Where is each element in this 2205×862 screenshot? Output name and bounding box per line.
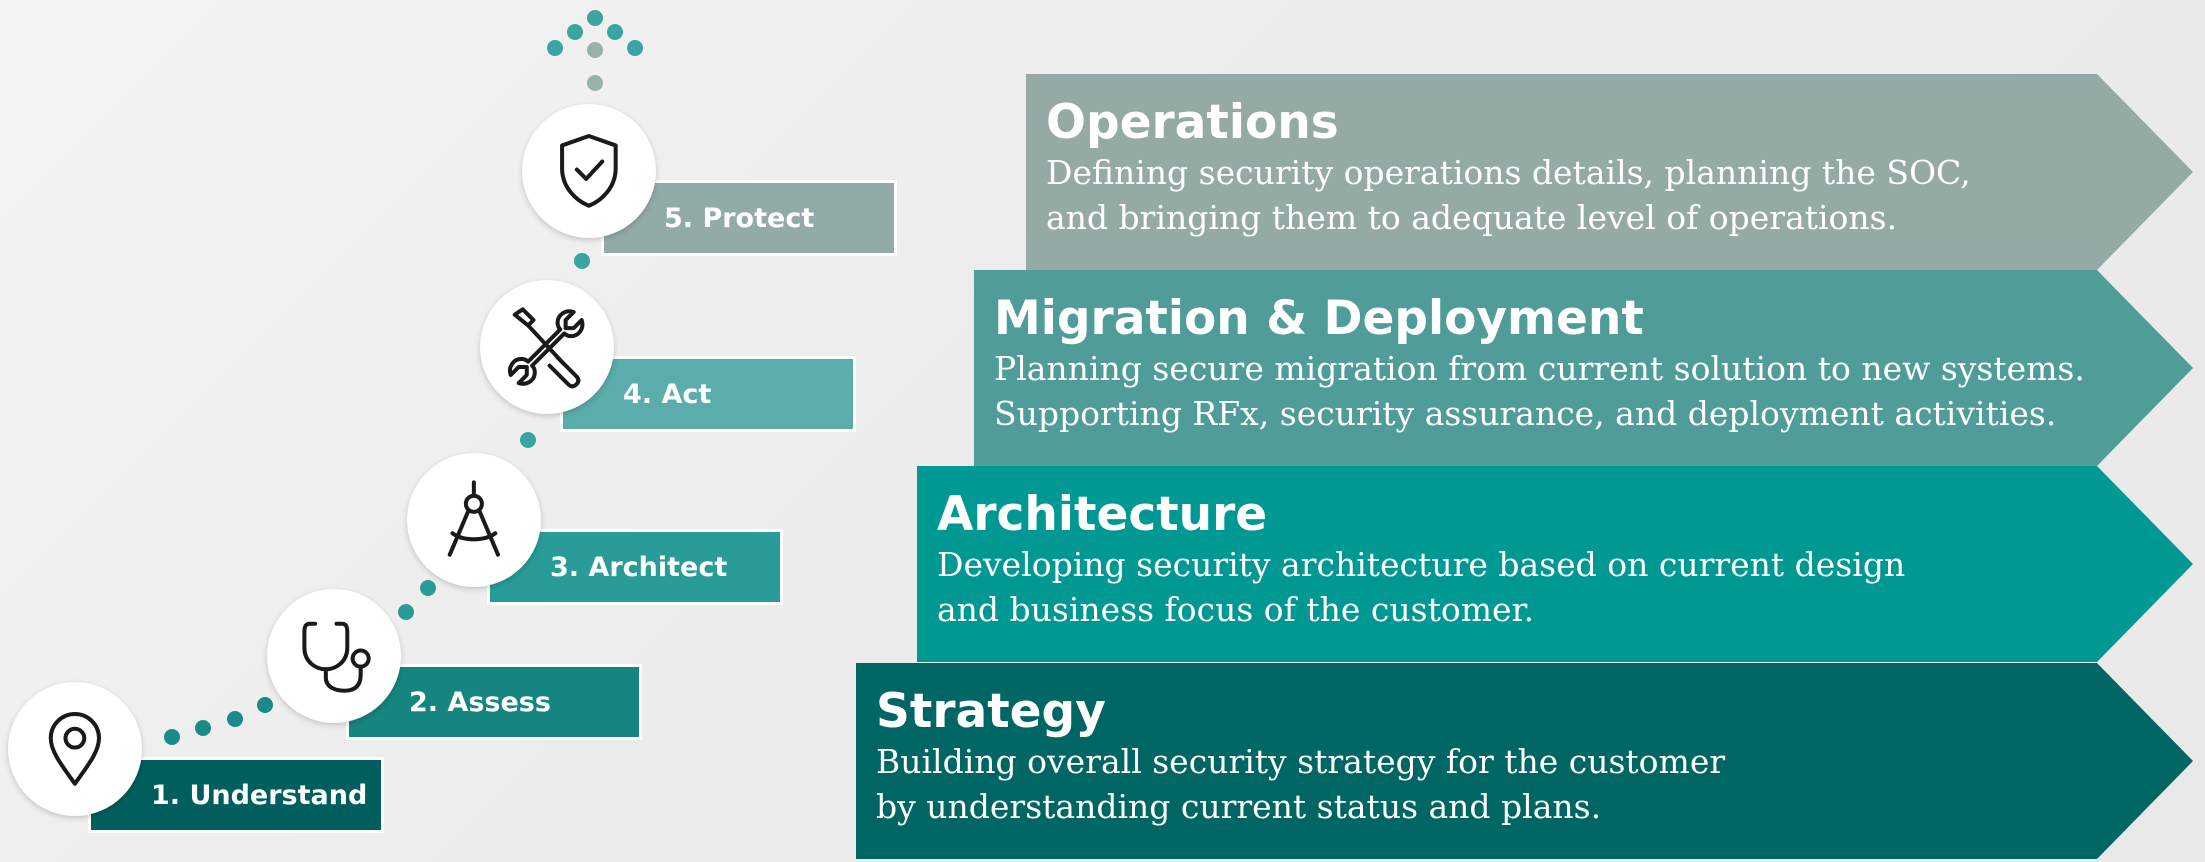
band-title: Migration & Deployment — [994, 291, 1644, 346]
dot — [547, 40, 563, 56]
band-architecture: Architecture Developing security archite… — [917, 466, 2193, 662]
shield-check-icon — [560, 134, 618, 208]
compass-icon — [447, 480, 501, 557]
step-label-text: 5. Protect — [664, 202, 815, 234]
step-label-text: 2. Assess — [409, 686, 551, 718]
band-description-line: by understanding current status and plan… — [876, 787, 1602, 826]
band-description-line: and business focus of the customer. — [937, 590, 1535, 629]
stethoscope-icon — [302, 621, 371, 693]
band-title: Operations — [1046, 95, 1339, 150]
step-circle-architect — [407, 453, 541, 587]
tools-icon — [508, 307, 585, 389]
dot — [164, 729, 180, 745]
dot — [567, 24, 583, 40]
dot — [587, 42, 603, 58]
band-migration-deployment: Migration & Deployment Planning secure m… — [974, 270, 2193, 466]
dot — [574, 253, 590, 269]
step-circle-assess — [267, 589, 401, 723]
dot — [420, 580, 436, 596]
dot — [607, 24, 623, 40]
dot — [257, 697, 273, 713]
band-description-line: Developing security architecture based o… — [937, 545, 1906, 584]
map-pin-icon — [48, 712, 102, 786]
band-description-line: and bringing them to adequate level of o… — [1046, 198, 1898, 237]
band-description-line: Supporting RFx, security assurance, and … — [994, 394, 2057, 433]
dot — [195, 720, 211, 736]
step-label-text: 3. Architect — [550, 551, 728, 583]
step-circle-protect — [522, 104, 656, 238]
dot — [587, 10, 603, 26]
band-title: Architecture — [937, 487, 1268, 542]
band-description-line: Building overall security strategy for t… — [876, 742, 1726, 781]
band-operations: Operations Defining security operations … — [1026, 74, 2193, 270]
band-description-line: Planning secure migration from current s… — [994, 349, 2085, 388]
step-circle-act — [480, 280, 614, 414]
dot — [627, 40, 643, 56]
dot — [587, 75, 603, 91]
band-title: Strategy — [876, 684, 1106, 739]
step-circle-understand — [8, 682, 142, 816]
step-label-text: 1. Understand — [151, 779, 368, 811]
dot — [227, 711, 243, 727]
band-description-line: Defining security operations details, pl… — [1046, 153, 1971, 192]
step-label-text: 4. Act — [623, 378, 712, 410]
dot — [398, 604, 414, 620]
band-strategy: Strategy Building overall security strat… — [856, 663, 2193, 859]
dot — [520, 432, 536, 448]
